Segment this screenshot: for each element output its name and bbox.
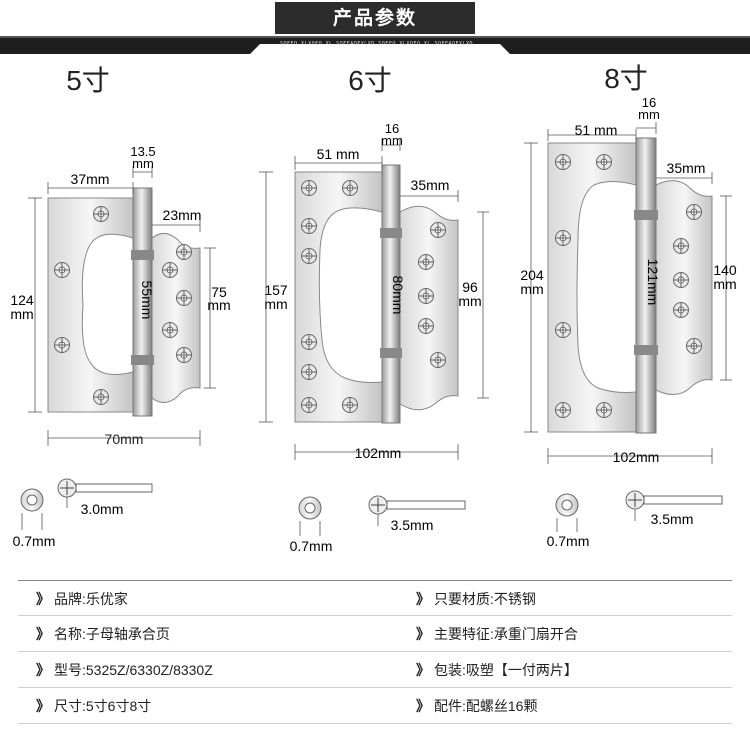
spec-size: 》尺寸:5寸6寸8寸 bbox=[36, 698, 152, 714]
header-subtitle: SOFFQ.XLXQFQ.XL_SOFEAOFXLXD SOFFQ.XLXQFQ… bbox=[280, 41, 474, 47]
dim-screw: 3.0mm bbox=[81, 501, 124, 517]
size-label-6: 6寸 bbox=[348, 65, 392, 96]
header: 产品参数 SOFFQ.XLXQFQ.XL_SOFEAOFXLXD SOFFQ.X… bbox=[0, 0, 750, 60]
hinge-8-right-leaf bbox=[655, 180, 713, 395]
spec-feature: 》主要特征:承重门扇开合 bbox=[416, 626, 578, 642]
dim-top-width: 37mm bbox=[71, 171, 110, 187]
dim-inner-height: 80mm bbox=[390, 276, 406, 315]
dim-inner-height: 121mm bbox=[645, 259, 661, 306]
page-title: 产品参数 bbox=[275, 2, 475, 34]
dim-thickness: 0.7mm bbox=[547, 533, 590, 549]
dim-total-width: 102mm bbox=[355, 445, 402, 461]
dim-screw: 3.5mm bbox=[391, 517, 434, 533]
dim-top-width: 51 mm bbox=[575, 122, 618, 138]
hinge-5-right-leaf bbox=[151, 233, 201, 403]
arrow-icon: 》 bbox=[36, 591, 50, 607]
spec-material: 》只要材质:不锈钢 bbox=[416, 591, 536, 607]
spec-row: 》尺寸:5寸6寸8寸 》配件:配螺丝16颗 bbox=[18, 688, 732, 724]
screw-icon bbox=[176, 244, 192, 260]
hinge-8-left-leaf bbox=[547, 142, 637, 433]
arrow-icon: 》 bbox=[36, 662, 50, 678]
size-label-8: 8寸 bbox=[604, 63, 648, 94]
thickness-icon bbox=[20, 488, 44, 530]
dim-total-width: 70mm bbox=[105, 431, 144, 447]
dim-screw: 3.5mm bbox=[651, 511, 694, 527]
dim-thickness: 0.7mm bbox=[13, 533, 56, 549]
screw-icon bbox=[54, 337, 70, 353]
hinge-5-left-leaf bbox=[47, 197, 134, 413]
screw-icon bbox=[162, 322, 178, 338]
screw-icon bbox=[93, 206, 109, 222]
dim-top-width: 51 mm bbox=[317, 146, 360, 162]
spec-row: 》品牌:乐优家 》只要材质:不锈钢 bbox=[18, 580, 732, 616]
screw-icon bbox=[54, 262, 70, 278]
hinge-6-right-leaf bbox=[399, 205, 459, 411]
header-ribbon bbox=[0, 36, 750, 54]
arrow-icon: 》 bbox=[36, 626, 50, 642]
dim-thickness: 0.7mm bbox=[290, 538, 333, 554]
dim-inner-height: 55mm bbox=[139, 281, 155, 320]
spec-row: 》型号:5325Z/6330Z/8330Z 》包装:吸塑【一付两片】 bbox=[18, 652, 732, 688]
arrow-icon: 》 bbox=[36, 698, 50, 714]
dim-leaf-width: 35mm bbox=[411, 177, 450, 193]
arrow-icon: 》 bbox=[416, 698, 430, 714]
arrow-icon: 》 bbox=[416, 591, 430, 607]
screw-icon bbox=[176, 347, 192, 363]
arrow-icon: 》 bbox=[416, 626, 430, 642]
spec-name: 》名称:子母轴承合页 bbox=[36, 626, 170, 642]
arrow-icon: 》 bbox=[416, 662, 430, 678]
spec-brand: 》品牌:乐优家 bbox=[36, 591, 128, 607]
size-label-5: 5寸 bbox=[66, 65, 110, 96]
spec-accessories: 》配件:配螺丝16颗 bbox=[416, 698, 538, 714]
dim-leaf-width: 35mm bbox=[667, 160, 706, 176]
screw-side-icon bbox=[57, 478, 153, 508]
spec-row: 》名称:子母轴承合页 》主要特征:承重门扇开合 bbox=[18, 616, 732, 652]
spec-model: 》型号:5325Z/6330Z/8330Z bbox=[36, 662, 213, 678]
screw-icon bbox=[176, 290, 192, 306]
dim-total-width: 102mm bbox=[613, 449, 660, 465]
spec-table: 》品牌:乐优家 》只要材质:不锈钢 》名称:子母轴承合页 》主要特征:承重门扇开… bbox=[18, 580, 732, 724]
dim-leaf-width: 23mm bbox=[163, 207, 202, 223]
screw-icon bbox=[162, 262, 178, 278]
hinge-6-left-leaf bbox=[294, 171, 383, 423]
screw-icon bbox=[93, 389, 109, 405]
spec-packaging: 》包装:吸塑【一付两片】 bbox=[416, 662, 578, 678]
